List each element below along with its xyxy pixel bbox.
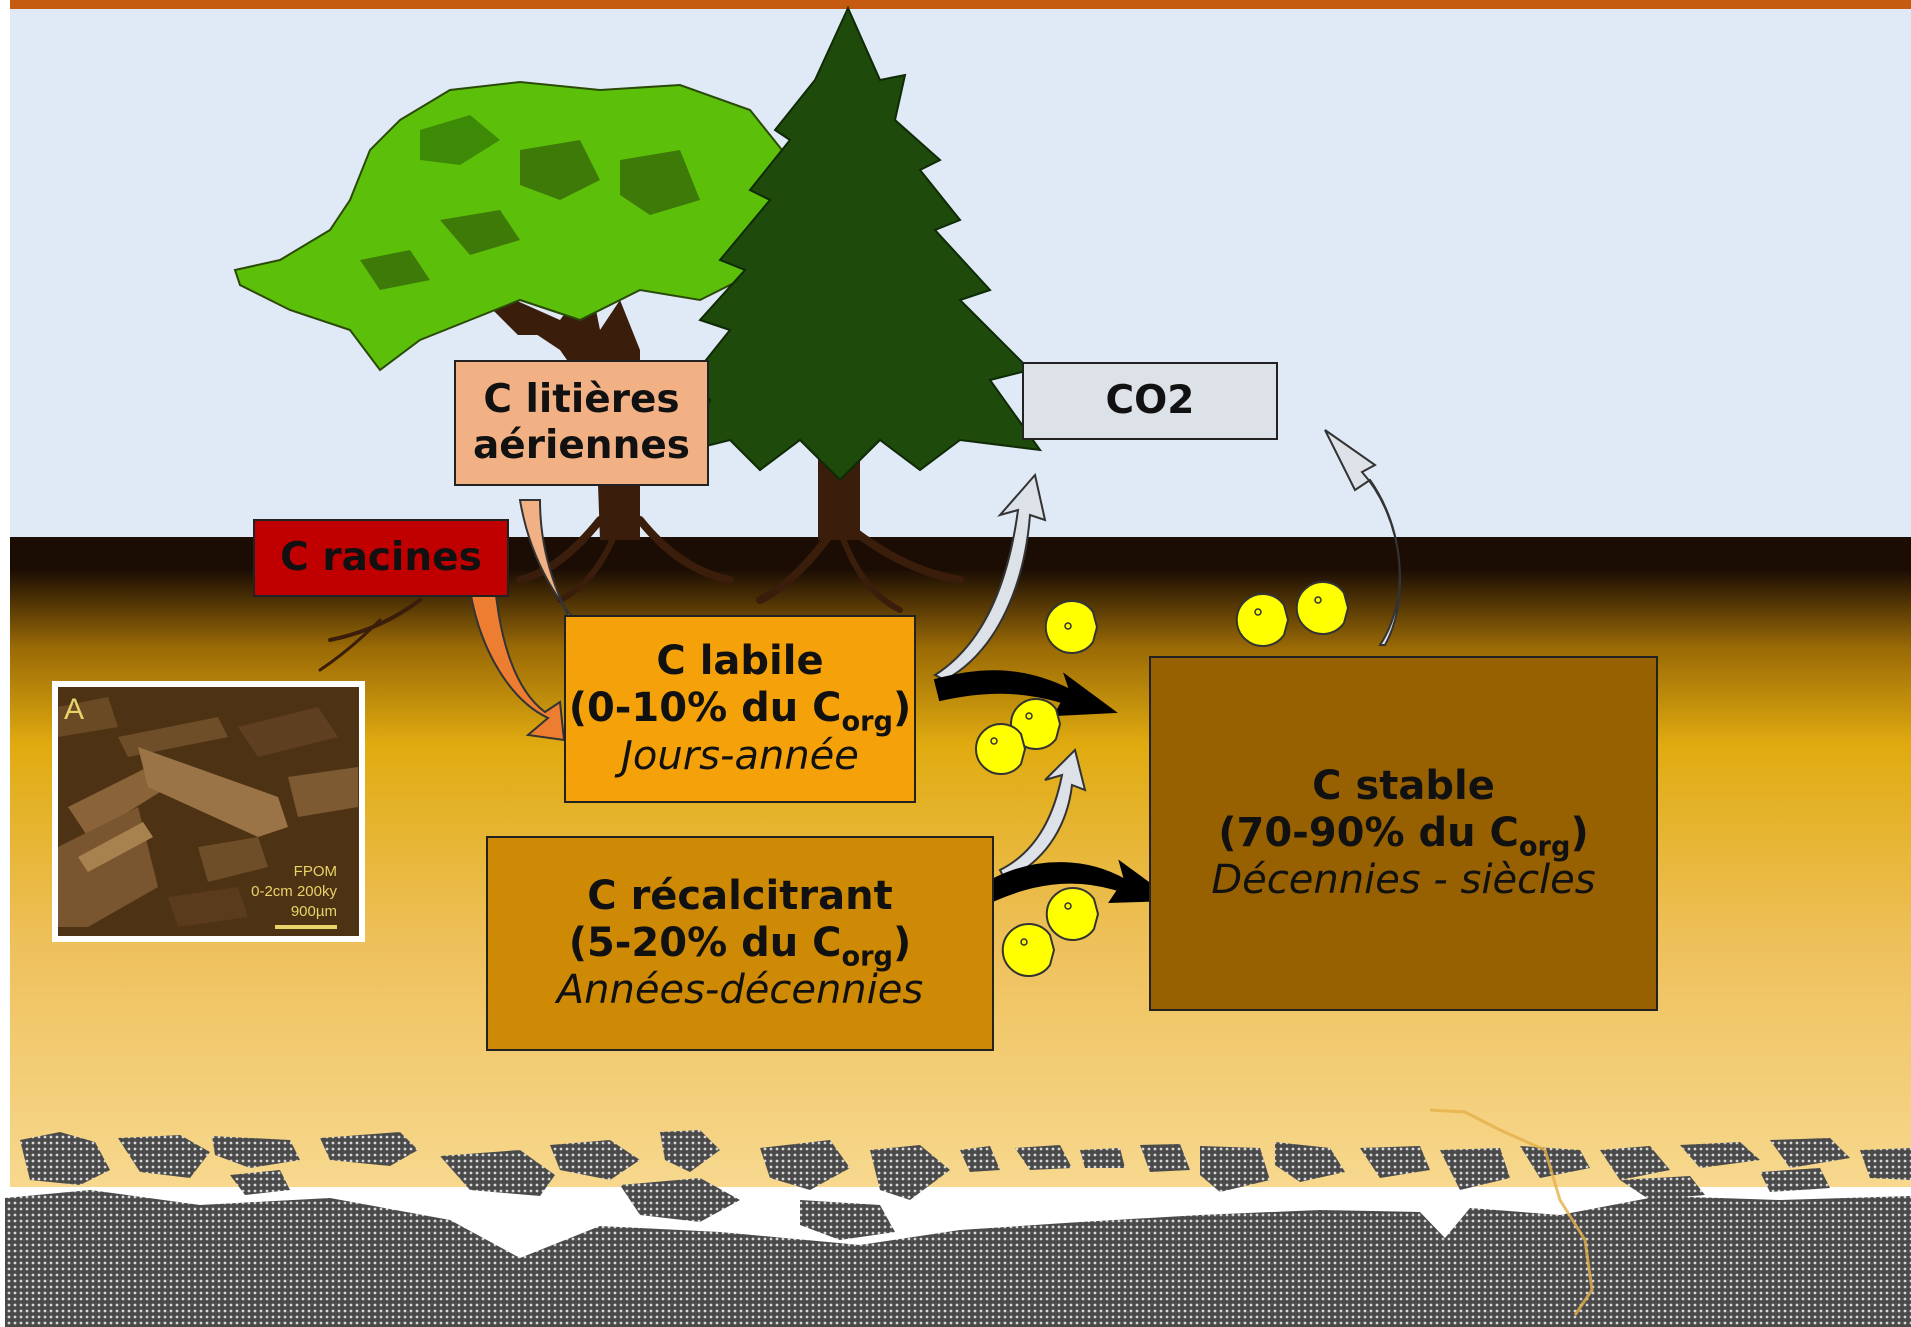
arrow-stable-to-co2 xyxy=(1324,429,1402,646)
litieres-line2: aériennes xyxy=(472,423,690,468)
photo-letter: A xyxy=(64,693,85,726)
conifer-tree-icon xyxy=(688,5,1043,540)
labile-percent: (0-10% du Corg) xyxy=(568,685,912,738)
arrow-labile-to-stable xyxy=(933,670,1118,717)
pacman-eyes xyxy=(990,596,1322,946)
recal-time: Années-décennies xyxy=(556,967,924,1014)
fpom-photo: A FPOM 0-2cm 200ky 900µm xyxy=(52,681,365,942)
box-c-labile: C labile (0-10% du Corg) Jours-année xyxy=(564,615,916,803)
photo-label-fpom: FPOM xyxy=(293,863,337,880)
root-outline xyxy=(1429,1108,1594,1316)
box-co2: CO2 xyxy=(1022,362,1278,440)
labile-time: Jours-année xyxy=(621,732,859,779)
arrow-labile-to-co2 xyxy=(932,472,1047,682)
stable-time: Décennies - siècles xyxy=(1211,857,1596,904)
box-c-stable: C stable (70-90% du Corg) Décennies - si… xyxy=(1149,656,1658,1011)
photo-label-depth: 0-2cm 200ky xyxy=(251,883,337,900)
scale-bar xyxy=(275,925,337,929)
photo-label-scale: 900µm xyxy=(290,903,337,920)
box-c-litieres-aeriennes: C litières aériennes xyxy=(454,360,709,486)
pacman-decomposer-icon xyxy=(975,581,1350,977)
arrow-recal-to-stable-up xyxy=(998,748,1087,882)
stable-title: C stable xyxy=(1312,762,1495,809)
arrow-racines-to-labile xyxy=(468,583,566,742)
recal-title: C récalcitrant xyxy=(587,872,893,919)
bedrock-layer xyxy=(5,1130,1911,1327)
recal-percent: (5-20% du Corg) xyxy=(568,919,912,973)
stable-percent: (70-90% du Corg) xyxy=(1218,809,1589,863)
litter-fragments-image xyxy=(58,687,359,936)
broadleaf-tree-icon xyxy=(233,80,802,540)
racines-label: C racines xyxy=(280,534,482,580)
box-c-racines: C racines xyxy=(253,519,509,597)
labile-title: C labile xyxy=(656,638,824,685)
top-border xyxy=(0,0,1911,9)
co2-label: CO2 xyxy=(1105,377,1195,423)
left-border xyxy=(0,0,10,1327)
litieres-line1: C litières xyxy=(483,376,680,422)
box-c-recalcitrant: C récalcitrant (5-20% du Corg) Années-dé… xyxy=(486,836,994,1051)
